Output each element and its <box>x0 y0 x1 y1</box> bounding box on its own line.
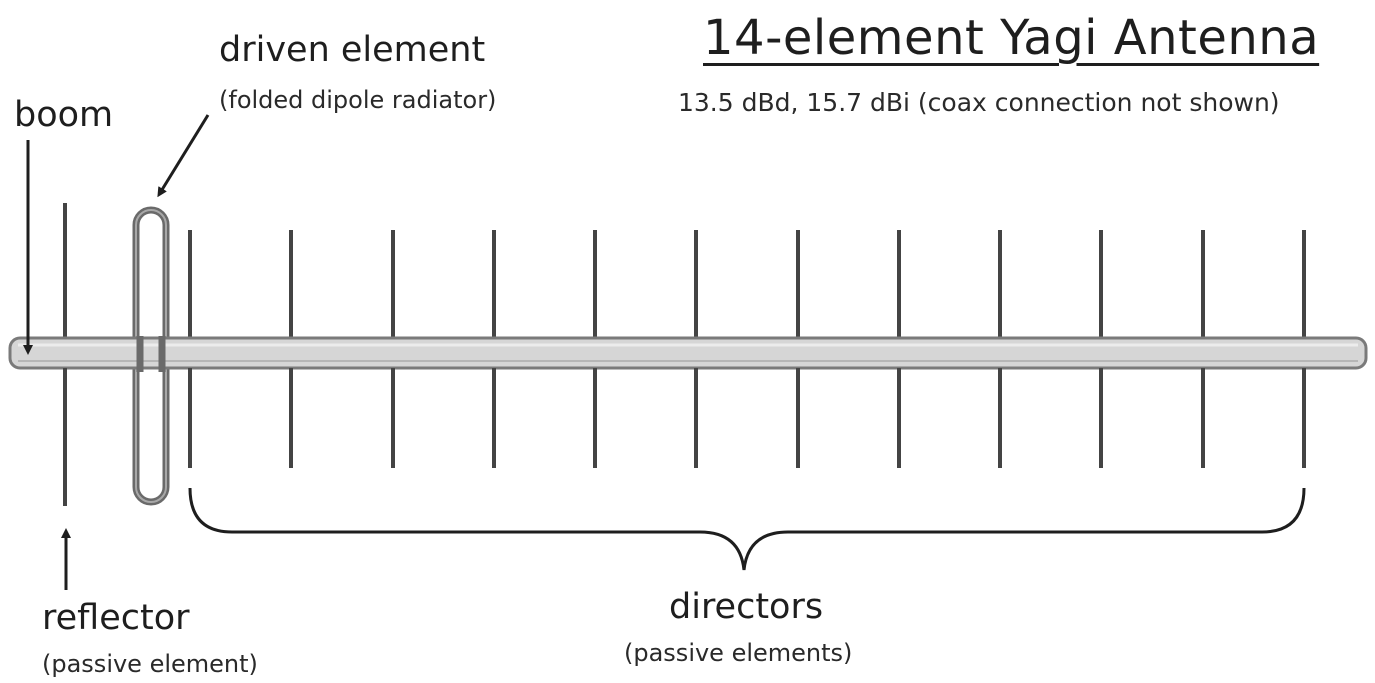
directors-lower <box>188 368 1306 468</box>
boom-tube <box>8 336 1368 370</box>
directors-label: directors <box>669 587 824 627</box>
directors-brace <box>188 487 1306 571</box>
directors-upper <box>188 230 1306 340</box>
reflector-label: reflector <box>42 598 190 638</box>
reflector-note: (passive element) <box>42 650 258 678</box>
elements-upper <box>63 203 1306 342</box>
diagram-title: 14-element Yagi Antenna <box>703 10 1320 66</box>
driven-element-note: (folded dipole radiator) <box>219 86 497 114</box>
boom-label: boom <box>14 95 114 135</box>
boom <box>8 336 1368 370</box>
directors-note: (passive elements) <box>624 639 853 667</box>
driven-element-arrow <box>157 114 210 198</box>
diagram-subtitle: 13.5 dBd, 15.7 dBi (coax connection not … <box>678 88 1280 117</box>
driven-element-label: driven element <box>219 30 486 70</box>
elements-lower <box>63 368 1306 506</box>
